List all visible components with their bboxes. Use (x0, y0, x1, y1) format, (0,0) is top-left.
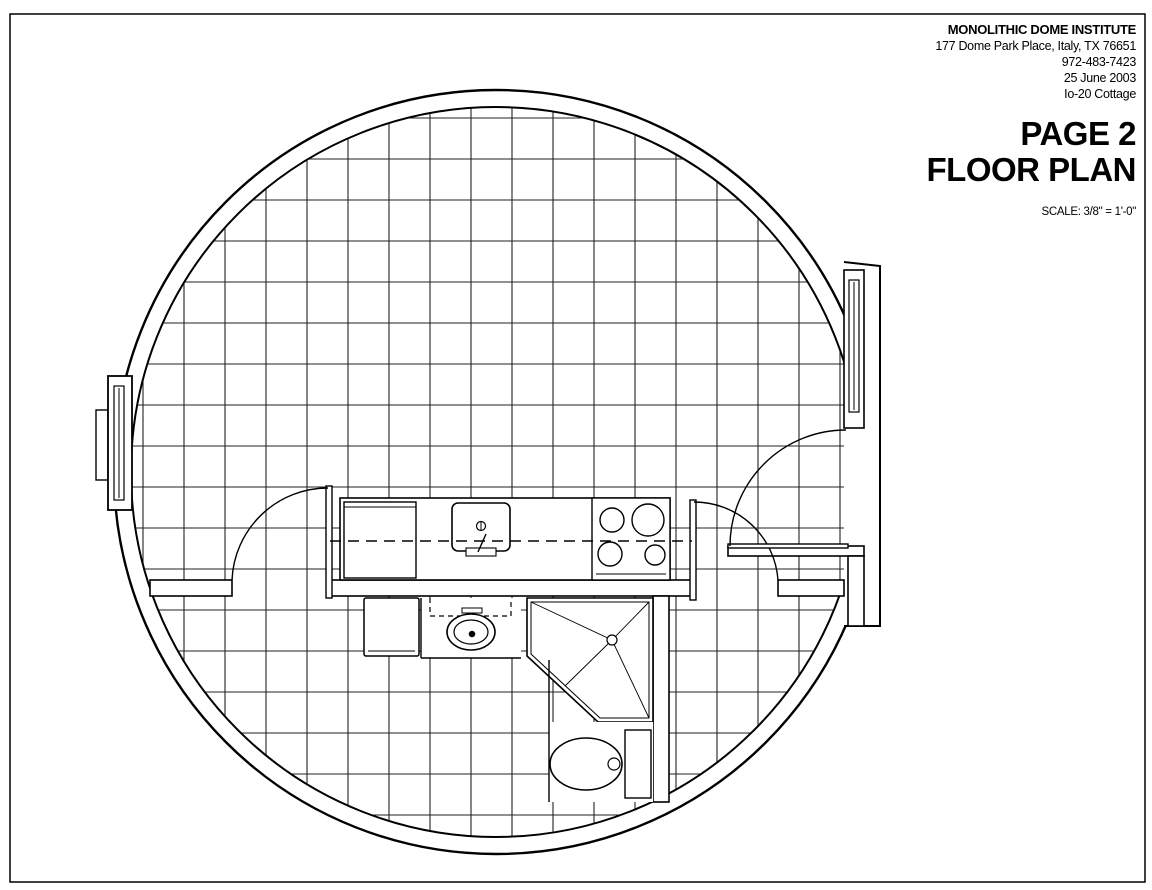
drawing-scale: SCALE: 3/8" = 1'-0" (1041, 206, 1137, 218)
page-number: PAGE 2 (1020, 115, 1136, 152)
bathroom-fixtures (363, 597, 654, 802)
sheet-title: FLOOR PLAN (926, 151, 1137, 188)
doors (231, 429, 849, 601)
phone-number: 972-483-7423 (1061, 55, 1137, 69)
sheet-border (9, 13, 1146, 883)
left-window (95, 375, 133, 511)
dome-outer-wall (112, 88, 880, 856)
organization-name: MONOLITHIC DOME INSTITUTE (947, 22, 1137, 37)
kitchen-counter (339, 497, 671, 581)
right-window (843, 269, 865, 429)
project-name: Io-20 Cottage (1064, 87, 1136, 101)
dome-inner-wall (130, 106, 862, 838)
address: 177 Dome Park Place, Italy, TX 76651 (935, 39, 1136, 53)
title-block: MONOLITHIC DOME INSTITUTE 177 Dome Park … (776, 22, 1137, 218)
interior-walls (149, 545, 865, 803)
drawing-date: 25 June 2003 (1063, 71, 1136, 85)
